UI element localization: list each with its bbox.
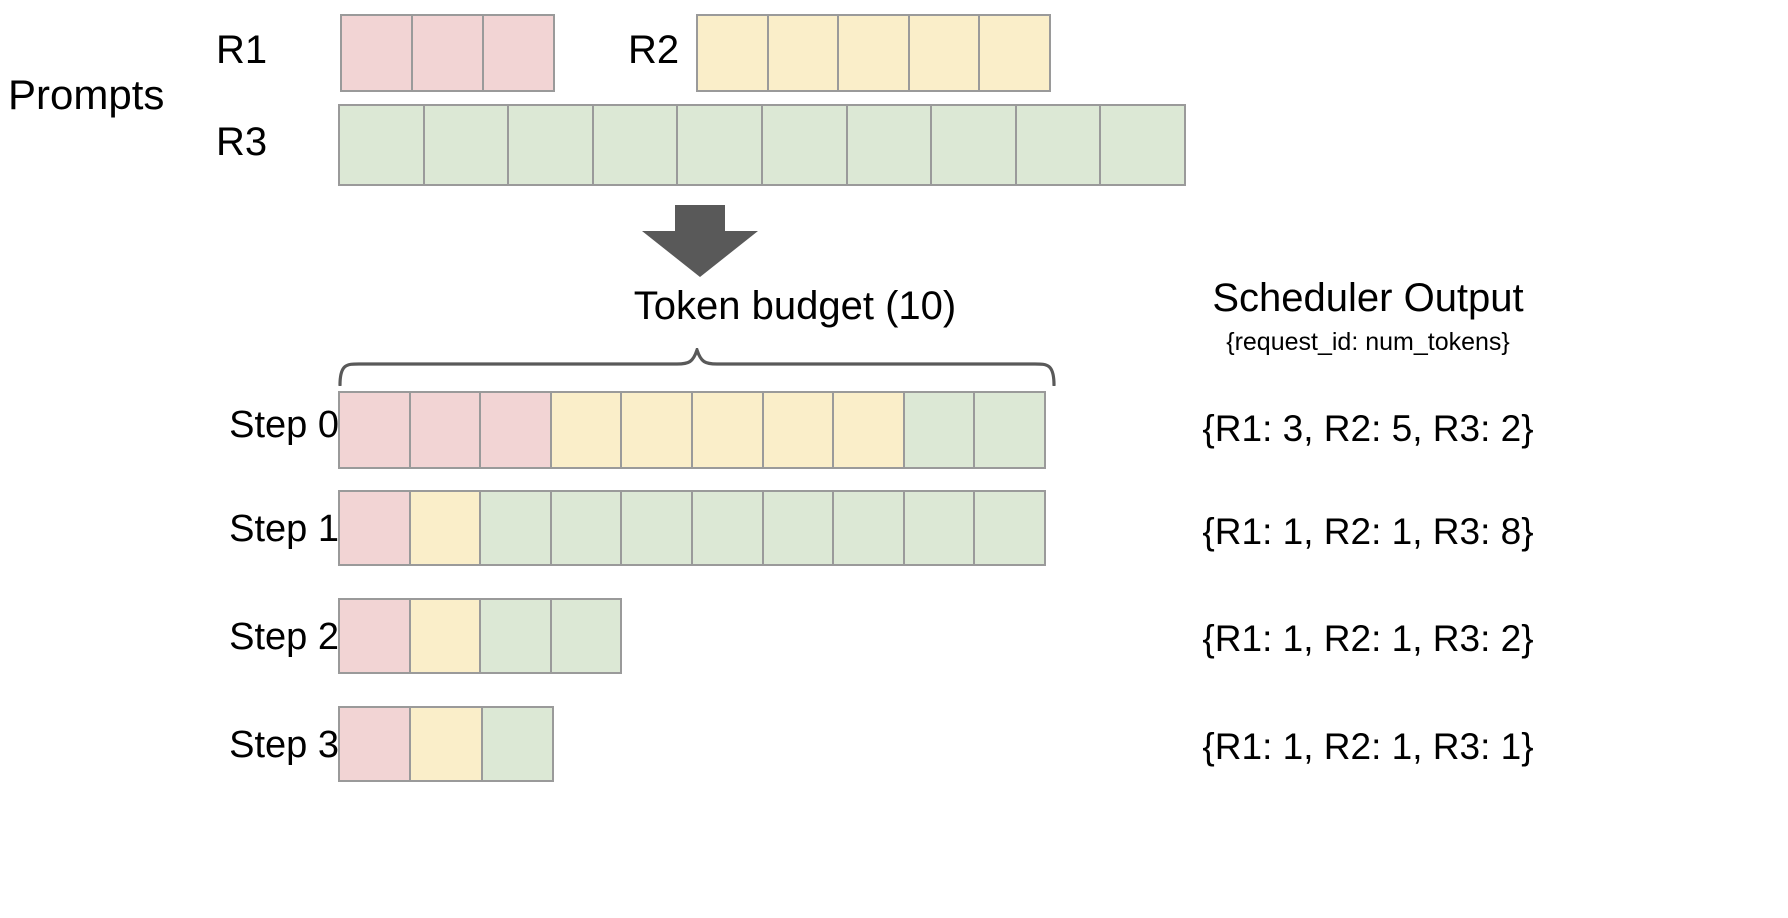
token-cell — [980, 16, 1049, 90]
scheduler-output-row-0: {R1: 3, R2: 5, R3: 2} — [1202, 408, 1534, 449]
token-cell — [551, 600, 620, 672]
token-cell — [698, 16, 769, 90]
token-cell — [834, 393, 905, 467]
token-cell — [834, 492, 905, 564]
token-cell — [1016, 106, 1102, 184]
token-cell — [622, 393, 693, 467]
token-cell — [692, 393, 764, 467]
token-cell — [593, 106, 679, 184]
token-cell — [410, 492, 482, 564]
token-cell — [481, 492, 552, 564]
scheduler-output-title: Scheduler Output — [1212, 276, 1524, 320]
token-cell — [340, 708, 412, 780]
flow-arrow — [630, 205, 770, 285]
scheduler-output-row-1: {R1: 1, R2: 1, R3: 8} — [1202, 511, 1534, 552]
token-budget-brace — [337, 344, 1057, 391]
step-strip-0 — [338, 391, 1046, 469]
prompt-strip-r2 — [696, 14, 1051, 92]
step-label-3: Step 3 — [229, 724, 339, 766]
token-cell — [410, 393, 482, 467]
prompt-strip-r1 — [340, 14, 555, 92]
token-cell — [1101, 106, 1184, 184]
token-cell — [678, 106, 763, 184]
token-cell — [340, 600, 411, 672]
token-cell — [481, 600, 552, 672]
token-cell — [975, 492, 1044, 564]
token-cell — [482, 708, 552, 780]
token-cell — [424, 106, 510, 184]
token-cell — [340, 106, 425, 184]
scheduler-output-row-3: {R1: 1, R2: 1, R3: 1} — [1202, 726, 1534, 767]
token-cell — [484, 16, 553, 90]
token-cell — [481, 393, 552, 467]
token-cell — [763, 393, 835, 467]
token-cell — [342, 16, 413, 90]
prompts-label: Prompts — [8, 71, 165, 118]
token-cell — [909, 16, 981, 90]
request-label-r2: R2 — [628, 28, 680, 72]
token-cell — [411, 708, 483, 780]
request-label-r3: R3 — [216, 120, 268, 164]
prompt-strip-r3 — [338, 104, 1186, 186]
token-cell — [762, 106, 848, 184]
token-cell — [410, 600, 481, 672]
step-strip-3 — [338, 706, 554, 782]
token-cell — [839, 16, 910, 90]
token-cell — [509, 106, 594, 184]
token-cell — [340, 393, 411, 467]
step-label-0: Step 0 — [229, 404, 339, 446]
step-strip-2 — [338, 598, 622, 674]
step-label-2: Step 2 — [229, 616, 339, 658]
token-cell — [904, 492, 976, 564]
token-budget-label: Token budget (10) — [633, 284, 957, 328]
token-cell — [551, 492, 623, 564]
scheduler-output-row-2: {R1: 1, R2: 1, R3: 2} — [1202, 618, 1534, 659]
token-cell — [692, 492, 764, 564]
token-cell — [763, 492, 835, 564]
scheduler-output-subtitle: {request_id: num_tokens} — [1226, 328, 1510, 356]
token-cell — [768, 16, 840, 90]
request-label-r1: R1 — [216, 28, 268, 72]
token-cell — [340, 492, 411, 564]
token-cell — [975, 393, 1044, 467]
token-cell — [622, 492, 693, 564]
token-cell — [904, 393, 976, 467]
token-cell — [551, 393, 623, 467]
token-cell — [413, 16, 484, 90]
token-cell — [847, 106, 933, 184]
step-strip-1 — [338, 490, 1046, 566]
token-cell — [932, 106, 1017, 184]
step-label-1: Step 1 — [229, 508, 339, 550]
